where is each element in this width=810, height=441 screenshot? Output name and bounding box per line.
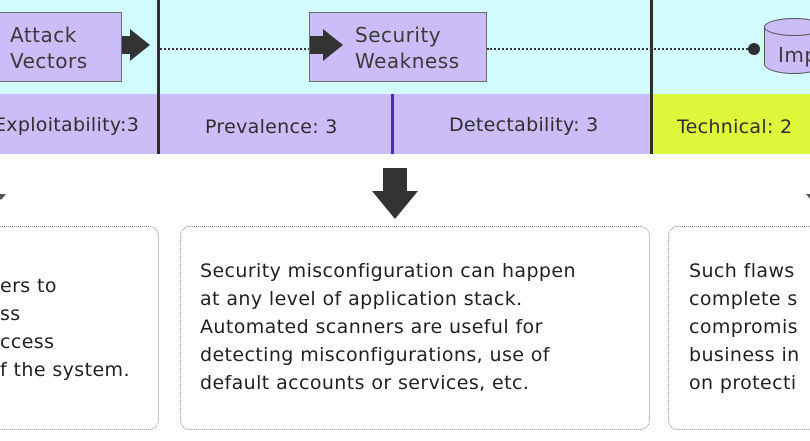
- detectability-label: Detectability: 3: [449, 114, 599, 136]
- center-description-text: Security misconfiguration can happen at …: [200, 260, 576, 394]
- arrow-right-icon: [130, 29, 150, 61]
- prevalence-label: Prevalence: 3: [205, 116, 338, 138]
- arrow-right-icon: [310, 36, 324, 54]
- right-description-text: Such flaws complete s compromis business…: [689, 260, 800, 394]
- attack-vectors-box: [0, 12, 122, 82]
- arrow-down-icon: [0, 194, 6, 200]
- connector-dot: [748, 43, 760, 55]
- arrow-down-icon: [372, 191, 418, 219]
- arrow-down-icon: [383, 168, 407, 192]
- separator-line: [391, 94, 394, 154]
- dotted-connector: [487, 48, 752, 50]
- security-weakness-label: Security Weakness: [355, 23, 460, 73]
- impact-cylinder-top: [764, 18, 810, 36]
- attack-vectors-label: Attack Vectors: [10, 23, 88, 73]
- arrow-right-icon: [122, 36, 132, 54]
- technical-cell: [652, 94, 810, 154]
- technical-label: Technical: 2: [677, 116, 793, 138]
- left-description-panel: [0, 226, 159, 430]
- arrow-down-icon: [806, 194, 810, 200]
- separator-line: [650, 0, 653, 154]
- arrow-right-icon: [323, 29, 343, 61]
- center-description-panel: [180, 226, 650, 430]
- exploitability-label: Exploitability:3: [0, 114, 140, 136]
- left-description-text: ers to ss ccess f the system.: [0, 275, 130, 381]
- separator-line: [157, 0, 160, 154]
- right-description-panel: [668, 226, 810, 430]
- impact-label: Imp: [778, 43, 810, 67]
- dotted-connector: [160, 48, 310, 50]
